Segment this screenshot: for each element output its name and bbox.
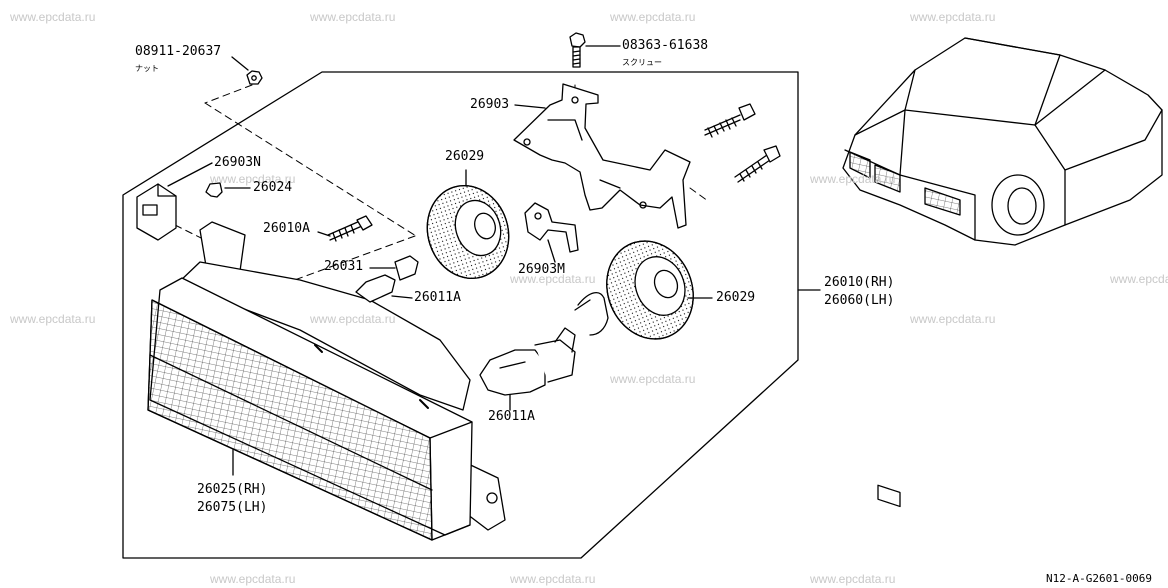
- diagram-code: N12-A-G2601-0069: [1046, 572, 1152, 585]
- part-label-lens-rh: 26025(RH): [197, 482, 268, 497]
- watermark: www.epcdata.ru: [510, 272, 596, 286]
- screw-icon: [569, 32, 621, 68]
- part-label-cover-upper: 26029: [445, 149, 485, 164]
- watermark: www.epcdata.ru: [1110, 272, 1168, 286]
- car-illustration: [842, 37, 1163, 508]
- watermark: www.epcdata.ru: [610, 372, 696, 386]
- halogen-bulb-icon: [479, 327, 576, 411]
- part-label-bulb-small: 26011A: [414, 290, 461, 305]
- bolt-lower-icon: [734, 145, 781, 183]
- retaining-spring-icon: [574, 292, 609, 336]
- part-caption-nut: ナット: [135, 64, 159, 73]
- bulb-socket-icon: [355, 255, 419, 303]
- dust-cover-upper-icon: [426, 169, 510, 280]
- part-label-lens-lh: 26075(LH): [197, 500, 268, 515]
- watermark: www.epcdata.ru: [310, 312, 396, 326]
- part-caption-screw: スクリュー: [622, 58, 662, 67]
- adjusting-bolt-icon: [317, 215, 373, 242]
- part-label-nut: 08911-20637: [135, 44, 222, 59]
- part-label-bracket-n: 26903N: [214, 155, 261, 170]
- watermark: www.epcdata.ru: [510, 572, 596, 586]
- watermark: www.epcdata.ru: [610, 10, 696, 24]
- part-label-bolt: 26010A: [263, 221, 310, 236]
- part-label-bracket-m: 26903M: [518, 262, 565, 277]
- part-label-cover-lower: 26029: [716, 290, 756, 305]
- bracket-n-icon: [136, 162, 213, 241]
- headlamp-housing-icon: [147, 221, 506, 541]
- part-label-assembly-lh: 26060(LH): [824, 293, 895, 308]
- bracket-m-icon: [524, 202, 579, 263]
- dust-cover-lower-icon: [606, 240, 713, 340]
- watermark: www.epcdata.ru: [310, 10, 396, 24]
- clip-icon: [205, 182, 251, 198]
- part-label-screw: 08363-61638: [622, 38, 709, 53]
- part-label-clip: 26024: [253, 180, 293, 195]
- watermark: www.epcdata.ru: [210, 572, 296, 586]
- watermark: www.epcdata.ru: [910, 312, 996, 326]
- part-label-bracket: 26903: [470, 97, 510, 112]
- nut-icon: [231, 56, 263, 85]
- watermark: www.epcdata.ru: [810, 172, 896, 186]
- dashed-leaders: [174, 84, 709, 286]
- bracket-icon: [513, 83, 691, 229]
- watermark: www.epcdata.ru: [10, 312, 96, 326]
- assembly-outline: [122, 71, 799, 559]
- bolt-upper-icon: [704, 103, 756, 138]
- watermark: www.epcdata.ru: [10, 10, 96, 24]
- watermark: www.epcdata.ru: [910, 10, 996, 24]
- part-label-bulb-large: 26011A: [488, 409, 535, 424]
- watermark: www.epcdata.ru: [810, 572, 896, 586]
- part-label-socket: 26031: [324, 259, 364, 274]
- part-label-assembly-rh: 26010(RH): [824, 275, 895, 290]
- watermark: www.epcdata.ru: [210, 172, 296, 186]
